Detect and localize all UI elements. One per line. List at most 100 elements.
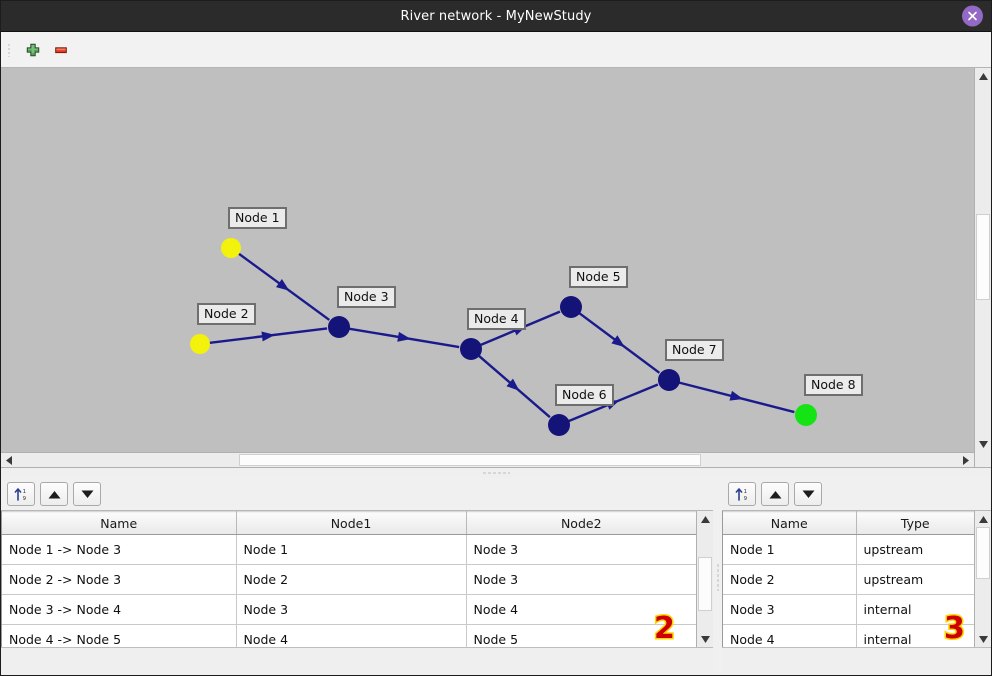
remove-node-button[interactable] (47, 36, 75, 64)
links-vscroll-track[interactable] (697, 527, 713, 631)
nodes-vscroll-track[interactable] (975, 527, 991, 631)
add-node-button[interactable] (19, 36, 47, 64)
nodes-vscroll-down-arrow[interactable] (975, 631, 991, 647)
triangle-down-icon (802, 490, 814, 498)
table-cell[interactable]: Node 3 (236, 594, 467, 625)
svg-text:9: 9 (23, 496, 27, 502)
nodes-vertical-scrollbar[interactable] (974, 511, 991, 647)
vscroll-track[interactable] (975, 84, 991, 436)
table-cell[interactable]: Node 5 (466, 624, 696, 647)
column-header-name[interactable]: Name (723, 511, 857, 535)
table-cell[interactable]: Node 2 -> Node 3 (2, 564, 237, 595)
hscroll-thumb[interactable] (239, 454, 701, 466)
node-label-node-6[interactable]: Node 6 (555, 384, 614, 407)
node-label-node-1[interactable]: Node 1 (228, 207, 287, 230)
links-vertical-scrollbar[interactable] (696, 511, 713, 647)
main-toolbar (1, 32, 991, 68)
column-header-node1[interactable]: Node1 (236, 511, 467, 535)
svg-text:1: 1 (744, 489, 747, 495)
triangle-right-icon (962, 455, 969, 465)
vertical-splitter[interactable] (713, 478, 722, 675)
table-cell[interactable]: internal (856, 594, 974, 625)
links-vscroll-thumb[interactable] (698, 557, 712, 611)
table-cell[interactable]: Node 3 (466, 564, 696, 595)
add-plus-icon (26, 43, 40, 56)
vscroll-down-arrow[interactable] (975, 436, 991, 452)
edge-arrow-icon (275, 279, 290, 291)
canvas-horizontal-scrollbar[interactable] (1, 452, 974, 467)
links-vscroll-up-arrow[interactable] (697, 511, 713, 527)
close-window-button[interactable] (962, 5, 983, 27)
nodes-move-down-button[interactable] (794, 482, 822, 506)
river-network-canvas[interactable]: Node 1 Node 2 Node 3 Node 4 Node 5 Node 6 Node… (1, 68, 974, 452)
column-header-name[interactable]: Name (2, 511, 237, 535)
toolbar-drag-handle[interactable] (5, 39, 13, 61)
vscroll-thumb[interactable] (976, 214, 990, 300)
svg-text:9: 9 (744, 496, 748, 502)
node-label-node-5[interactable]: Node 5 (569, 266, 628, 289)
triangle-down-icon (700, 635, 710, 643)
table-cell[interactable]: Node 3 (723, 594, 857, 625)
table-cell[interactable]: Node 4 (466, 594, 696, 625)
canvas-vertical-scrollbar[interactable] (974, 68, 991, 467)
table-cell[interactable]: upstream (856, 564, 974, 595)
horizontal-splitter[interactable] (1, 468, 991, 478)
network-node-node-7[interactable] (658, 369, 680, 391)
network-node-node-2[interactable] (190, 334, 210, 354)
table-cell[interactable]: Node 1 (236, 534, 467, 565)
vscroll-up-arrow[interactable] (975, 68, 991, 84)
nodes-vscroll-up-arrow[interactable] (975, 511, 991, 527)
network-node-node-4[interactable] (460, 338, 482, 360)
links-toolbar: 1 9 (1, 478, 713, 510)
column-header-node2[interactable]: Node2 (466, 511, 696, 535)
edge-arrow-icon (729, 390, 744, 401)
node-label-node-2[interactable]: Node 2 (197, 303, 256, 326)
network-node-node-3[interactable] (328, 316, 350, 338)
sort-ascending-icon: 1 9 (14, 488, 27, 502)
triangle-left-icon (5, 455, 12, 465)
table-cell[interactable]: Node 2 (236, 564, 467, 595)
table-cell[interactable]: Node 4 (236, 624, 467, 647)
table-cell[interactable]: Node 2 (723, 564, 857, 595)
hscroll-right-arrow[interactable] (958, 453, 974, 467)
hscroll-left-arrow[interactable] (1, 453, 17, 467)
links-sort-button[interactable]: 1 9 (7, 482, 35, 506)
table-cell[interactable]: Node 1 (723, 534, 857, 565)
table-cell[interactable]: upstream (856, 534, 974, 565)
nodes-vscroll-thumb[interactable] (976, 527, 990, 579)
network-node-node-1[interactable] (221, 238, 241, 258)
network-node-node-6[interactable] (548, 414, 570, 436)
node-label-node-4[interactable]: Node 4 (467, 308, 526, 331)
network-node-node-8[interactable] (795, 404, 817, 426)
node-label-node-3[interactable]: Node 3 (337, 286, 396, 309)
nodes-move-up-button[interactable] (761, 482, 789, 506)
links-vscroll-down-arrow[interactable] (697, 631, 713, 647)
hscroll-track[interactable] (17, 453, 958, 467)
table-cell[interactable]: Node 3 (466, 534, 696, 565)
table-cell[interactable]: Node 3 -> Node 4 (2, 594, 237, 625)
table-cell[interactable]: Node 4 -> Node 5 (2, 624, 237, 647)
links-move-up-button[interactable] (40, 482, 68, 506)
column-header-type[interactable]: Type (856, 511, 974, 535)
links-move-down-button[interactable] (73, 482, 101, 506)
table-cell[interactable]: Node 1 -> Node 3 (2, 534, 237, 565)
table-cell[interactable]: Node 4 (723, 624, 857, 647)
nodes-sort-button[interactable]: 1 9 (728, 482, 756, 506)
table-cell[interactable]: internal (856, 624, 974, 647)
network-node-node-5[interactable] (560, 296, 582, 318)
node-label-node-7[interactable]: Node 7 (665, 339, 724, 362)
node-label-node-8[interactable]: Node 8 (804, 374, 863, 397)
triangle-up-icon (48, 490, 60, 498)
